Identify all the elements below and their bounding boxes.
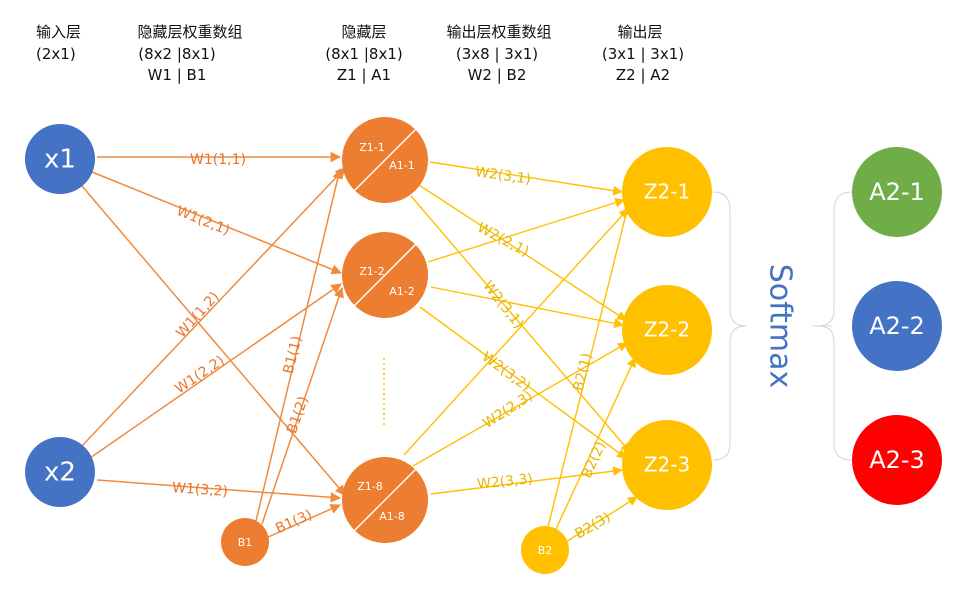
edge-x2-h8	[96, 479, 342, 503]
edge-h8-z23	[430, 466, 623, 495]
edge-h2-z22	[430, 286, 624, 329]
header-hidden-weights-title: 隐藏层权重数组	[137, 23, 242, 41]
hidden-node-1: Z1-1 A1-1	[342, 117, 428, 203]
hidden-node-2-z: Z1-2	[359, 265, 385, 278]
header-input-title: 输入层	[36, 23, 81, 41]
input-node-x2-label: x2	[44, 458, 76, 488]
label-w2-33: W2(3,3)	[476, 471, 533, 493]
output-node-a23-label: A2-3	[869, 446, 925, 474]
edge-x1-h2	[91, 171, 342, 275]
label-w1-12: W1(1,2)	[173, 289, 222, 341]
hidden-node-1-z: Z1-1	[359, 141, 385, 154]
output-node-z22: Z2-2	[622, 285, 712, 375]
label-b2-3: B2(3)	[572, 509, 613, 542]
edge-b2-z22	[555, 357, 636, 530]
label-b1-3: B1(3)	[273, 507, 315, 537]
edge-x1-h8	[81, 185, 346, 496]
header-output-weights-dim: (3x8 | 3x1)	[456, 45, 538, 63]
output-node-z21-label: Z2-1	[644, 180, 690, 204]
edge-b1-h8	[265, 504, 341, 539]
edge-x2-h1	[79, 167, 346, 449]
label-w2-21: W2(2,1)	[475, 220, 532, 260]
label-w1-32: W1(3,2)	[172, 480, 229, 500]
label-w1-22: W1(2,2)	[172, 353, 227, 398]
header-hidden-dim: (8x1 |8x1)	[325, 45, 402, 63]
output-node-a22-label: A2-2	[869, 312, 925, 340]
label-w2-32: W2(3,2)	[479, 349, 534, 395]
header-hidden-layer: 隐藏层 (8x1 |8x1) Z1 | A1	[325, 23, 402, 84]
edge-h1-z22	[418, 184, 627, 321]
header-hidden-weights-dim: (8x2 |8x1)	[138, 45, 215, 63]
hidden-node-8: Z1-8 A1-8	[342, 457, 428, 543]
label-b1-2: B1(2)	[284, 394, 312, 435]
edge-b2-z23	[565, 496, 638, 543]
header-hidden-names: Z1 | A1	[337, 66, 391, 84]
input-node-x1-label: x1	[44, 145, 76, 175]
output-node-z23-label: Z2-3	[644, 453, 690, 477]
label-b2-1: B2(1)	[571, 351, 596, 392]
edge-x2-h2	[89, 283, 342, 459]
header-output-names: Z2 | A2	[616, 66, 670, 84]
input-node-x2: x2	[25, 437, 95, 507]
hidden-node-2: Z1-2 A1-2	[342, 232, 428, 318]
edge-b1-h1	[255, 167, 343, 522]
edge-h1-z21	[429, 161, 623, 196]
hidden-node-1-a: A1-1	[389, 159, 415, 172]
output-node-z22-label: Z2-2	[644, 318, 690, 342]
header-output-weights-title: 输出层权重数组	[446, 23, 551, 41]
header-input-dim: (2x1)	[36, 45, 76, 63]
edge-h8-z21	[403, 208, 629, 456]
header-input-layer: 输入层 (2x1)	[36, 23, 81, 63]
header-output-layer: 输出层 (3x1 | 3x1) Z2 | A2	[602, 23, 684, 84]
output-node-a23: A2-3	[852, 415, 942, 505]
output-edge-labels: W2(3,1) W2(2,1) W2(3,1) W2(3,2) W2(2,3) …	[474, 164, 613, 542]
header-hidden-title: 隐藏层	[341, 23, 386, 41]
label-b1-1: B1(1)	[281, 334, 306, 375]
label-w2-31: W2(3,1)	[474, 164, 532, 188]
header-output-dim: (3x1 | 3x1)	[602, 45, 684, 63]
edge-h2-z23	[419, 306, 627, 459]
output-node-a21-label: A2-1	[869, 178, 925, 206]
label-w1-21: W1(2,1)	[174, 203, 232, 239]
bias-node-b2-label: B2	[538, 544, 553, 557]
header-hidden-weights: 隐藏层权重数组 (8x2 |8x1) W1 | B1	[137, 23, 242, 84]
hidden-node-2-a: A1-2	[389, 285, 415, 298]
softmax-label: Softmax	[763, 264, 798, 389]
output-node-a22: A2-2	[852, 281, 942, 371]
input-node-x1: x1	[25, 124, 95, 194]
edge-h8-z22	[412, 342, 628, 467]
edge-h1-z23	[410, 195, 631, 453]
output-node-z21: Z2-1	[622, 147, 712, 237]
bias-node-b1: B1	[221, 518, 269, 566]
hidden-layer-edges	[79, 151, 346, 539]
left-bracket	[712, 191, 747, 461]
hidden-node-8-z: Z1-8	[357, 480, 383, 493]
header-output-title: 输出层	[617, 23, 662, 41]
header-output-weights-names: W2 | B2	[468, 66, 527, 84]
label-w2-23: W2(2,3)	[480, 388, 536, 432]
edge-b2-z21	[547, 205, 631, 528]
label-w1-11: W1(1,1)	[190, 152, 246, 168]
right-bracket	[817, 191, 853, 461]
softmax-brackets	[712, 191, 853, 461]
hidden-edge-labels: W1(1,1) W1(2,1) W1(1,2) W1(2,2) W1(3,2) …	[172, 152, 315, 537]
edge-b1-h2	[261, 287, 344, 525]
hidden-node-8-a: A1-8	[379, 510, 405, 523]
output-layer-edges	[403, 161, 638, 543]
output-node-a21: A2-1	[852, 147, 942, 237]
edge-h2-z21	[427, 197, 625, 263]
bias-node-b1-label: B1	[238, 536, 253, 549]
bias-node-b2: B2	[521, 526, 569, 574]
header-output-weights: 输出层权重数组 (3x8 | 3x1) W2 | B2	[446, 23, 551, 84]
header-hidden-weights-names: W1 | B1	[148, 66, 207, 84]
label-b2-2: B2(2)	[579, 439, 609, 481]
output-node-z23: Z2-3	[622, 420, 712, 510]
